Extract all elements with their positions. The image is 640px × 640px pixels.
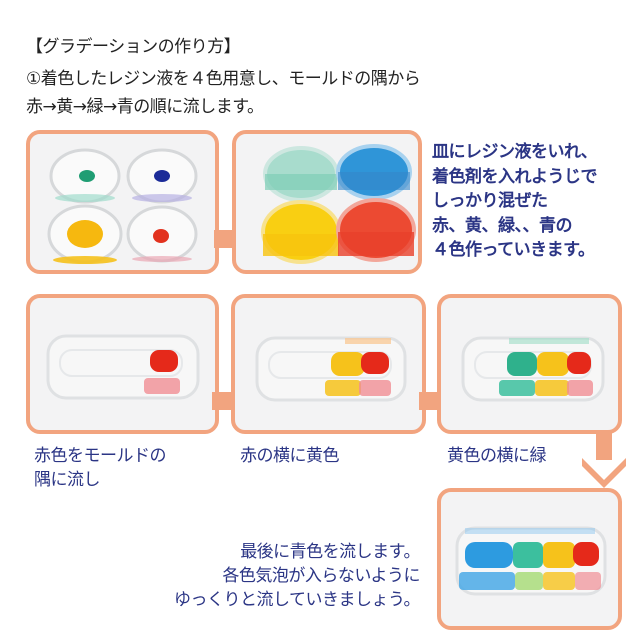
photo-mixed-resin <box>232 130 422 274</box>
photo-dishes-drops <box>26 130 219 274</box>
dish-yellow-mixed <box>261 200 341 264</box>
photo-mold-yellow <box>231 294 426 434</box>
mold-yellow-illustration <box>255 336 407 402</box>
resin-red <box>150 350 178 372</box>
resin-yellow <box>331 352 365 376</box>
resin-red-reflection <box>144 378 180 394</box>
dish-green-mixed <box>263 146 339 202</box>
resin-red <box>567 352 591 374</box>
page-title: 【グラデーションの作り方】 <box>26 37 241 57</box>
mold-green-illustration <box>461 336 605 402</box>
resin-yellow <box>543 542 575 568</box>
caption-final: 最後に青色を流します。 各色気泡が入らないように ゆっくりと流していきましょう。 <box>174 540 420 612</box>
step1-note-line: 皿にレジン液をいれ、 <box>432 142 598 162</box>
step1-note: 皿にレジン液をいれ、 着色剤を入れようじで しっかり混ぜた 赤、黄、緑、、青の … <box>432 140 598 263</box>
caption-red-line: 赤色をモールドの <box>34 446 167 466</box>
caption-final-line: 最後に青色を流します。 <box>240 542 420 562</box>
dish-blue-drop <box>126 148 198 204</box>
mold-final-illustration <box>455 526 607 596</box>
dish-blue-mixed <box>336 144 412 200</box>
caption-green: 黄色の横に緑 <box>447 446 547 466</box>
resin-yellow <box>537 352 569 376</box>
step1-note-line: ４色作っていきます。 <box>432 240 595 260</box>
resin-red <box>573 542 599 566</box>
caption-red-line: 隅に流し <box>34 470 101 490</box>
mold-red-illustration <box>46 334 200 400</box>
dish-red-mixed <box>336 198 416 262</box>
resin-green <box>513 542 543 568</box>
dishes-drops-illustration <box>47 148 198 264</box>
intro-line-2: 赤→黄→緑→青の順に流します。 <box>26 97 264 117</box>
photo-mold-final <box>437 488 622 630</box>
step1-note-line: しっかり混ぜた <box>432 191 548 211</box>
intro-line-1: ①着色したレジン液を４色用意し、モールドの隅から <box>26 69 421 89</box>
dish-green-drop <box>49 148 121 204</box>
resin-red <box>361 352 389 374</box>
caption-red: 赤色をモールドの 隅に流し <box>34 444 167 492</box>
caption-yellow: 赤の横に黄色 <box>240 446 340 466</box>
photo-mold-red <box>26 294 219 434</box>
photo-mold-green <box>437 294 622 434</box>
dish-red-drop <box>126 205 198 263</box>
arrow-down-icon <box>582 432 626 488</box>
step1-note-line: 着色剤を入れようじで <box>432 166 598 187</box>
caption-final-line: 各色気泡が入らないように <box>222 566 420 586</box>
mixed-resin-illustration <box>261 144 416 264</box>
resin-green <box>507 352 537 376</box>
dish-yellow-drop <box>47 204 123 264</box>
caption-final-line: ゆっくりと流していきましょう。 <box>174 590 420 610</box>
resin-blue <box>465 542 513 568</box>
step1-note-line: 赤、黄、緑、、青の <box>432 215 573 236</box>
